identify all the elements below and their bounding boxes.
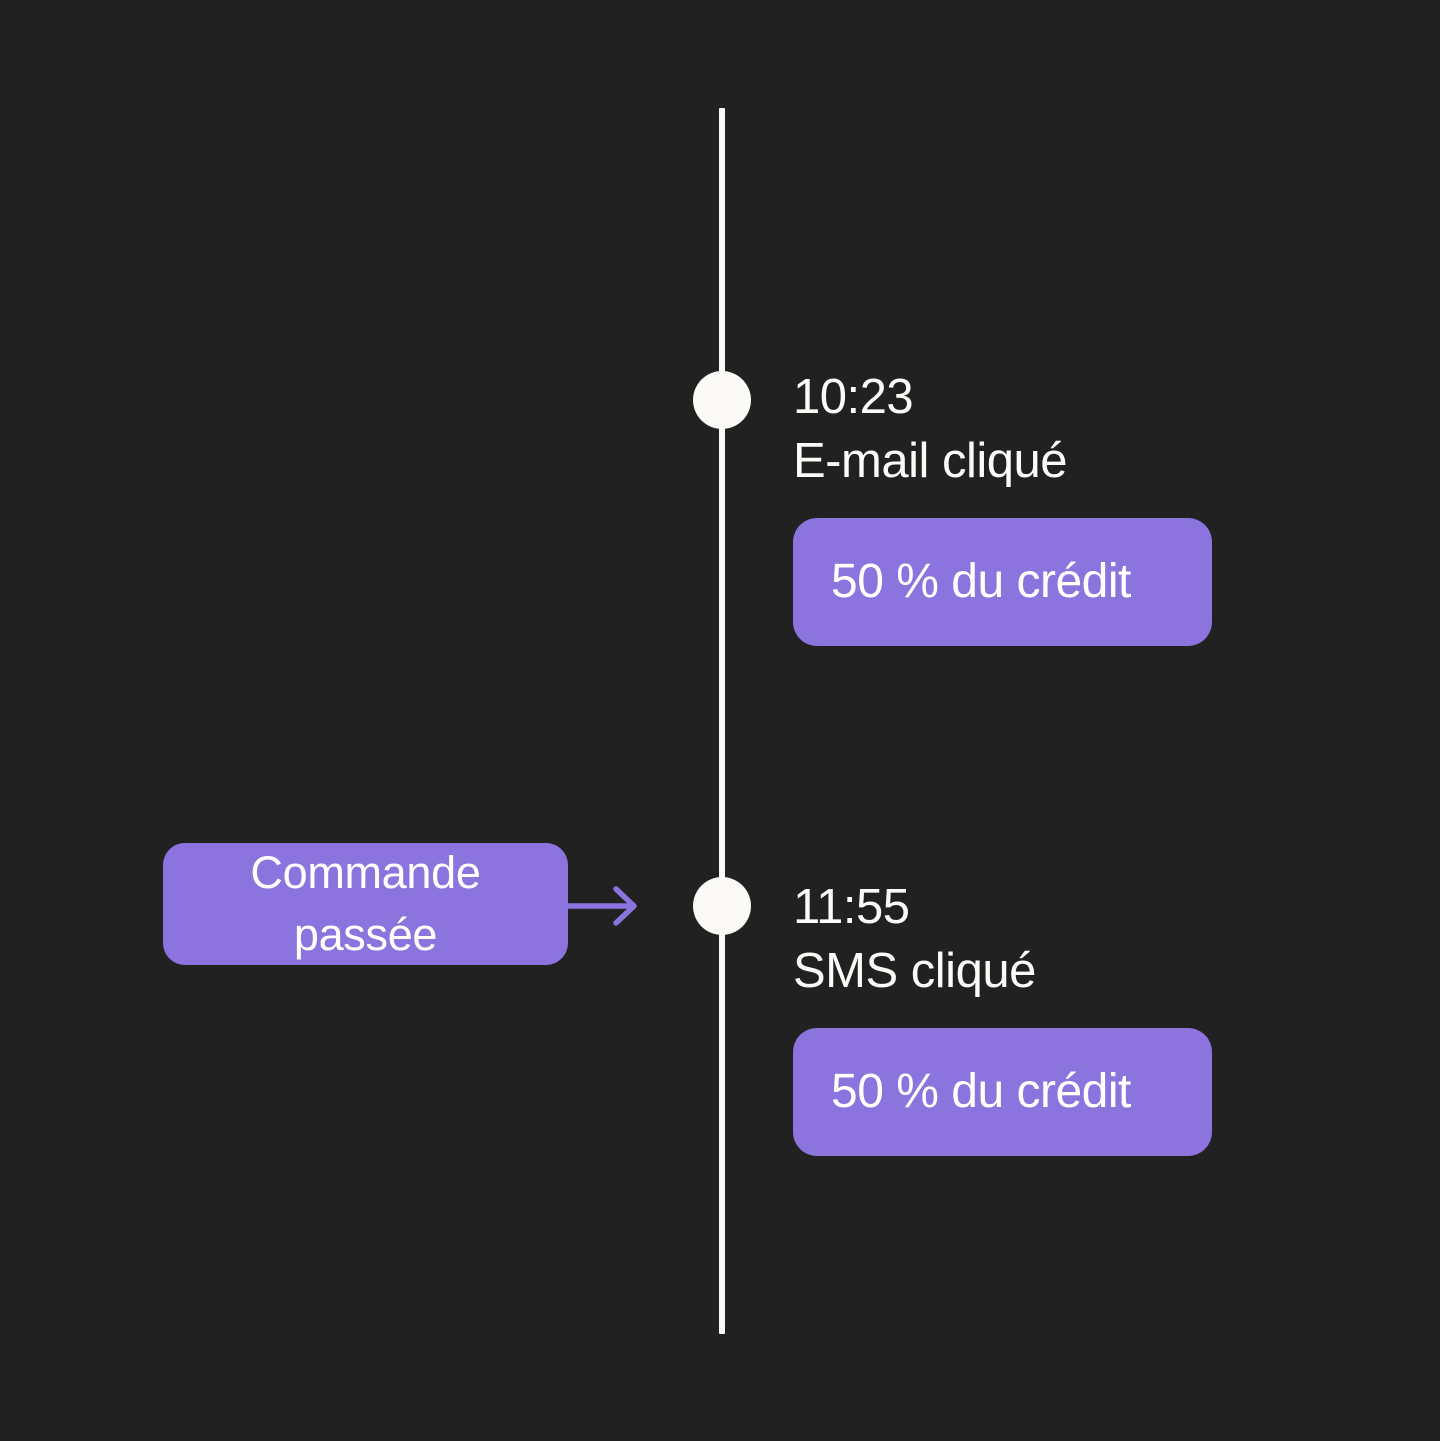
credit-badge-1[interactable]: 50 % du crédit	[793, 518, 1212, 646]
order-placed-box[interactable]: Commande passée	[163, 843, 568, 965]
timeline-event-1: 10:23 E-mail cliqué 50 % du crédit	[793, 366, 1353, 646]
timeline-node-dot-1[interactable]	[693, 371, 751, 429]
event-time-2: 11:55	[793, 880, 910, 934]
credit-badge-2[interactable]: 50 % du crédit	[793, 1028, 1212, 1156]
event-time-1: 10:23	[793, 370, 914, 424]
arrow-right-icon	[566, 886, 637, 926]
timeline-event-2: 11:55 SMS cliqué 50 % du crédit	[793, 876, 1353, 1156]
event-label-2: SMS cliqué	[793, 944, 1036, 998]
timeline-axis-line	[719, 108, 725, 1334]
event-label-1: E-mail cliqué	[793, 434, 1067, 488]
timeline-node-dot-2[interactable]	[693, 877, 751, 935]
order-placed-label-line-1: Commande	[250, 847, 481, 898]
order-placed-label-line-2: passée	[293, 909, 438, 960]
